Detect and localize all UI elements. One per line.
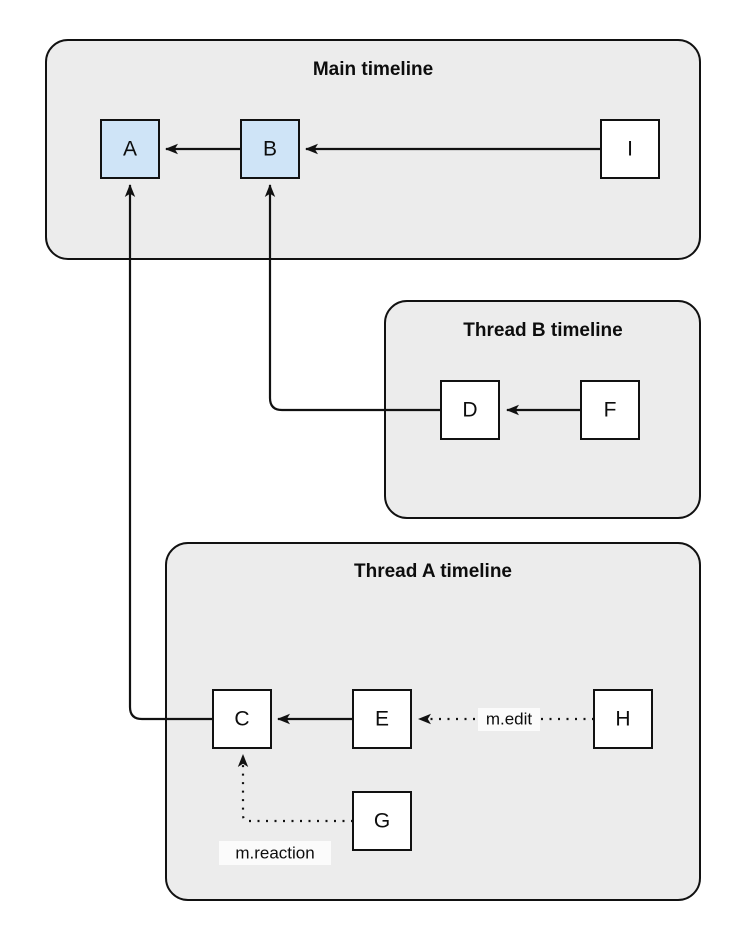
- node-h-box[interactable]: [593, 689, 653, 749]
- edge-label-m-edit: m.edit: [478, 708, 540, 731]
- edge-label-m-reaction: m.reaction: [219, 841, 331, 865]
- edge-label-m-reaction-bg: [219, 841, 331, 865]
- edge-label-m-reaction-text: m.reaction: [235, 843, 314, 862]
- node-b[interactable]: B: [240, 119, 300, 179]
- node-g[interactable]: G: [352, 791, 412, 851]
- group-thread-a-timeline: Thread A timeline: [165, 542, 701, 901]
- node-g-box[interactable]: [352, 791, 412, 851]
- node-f[interactable]: F: [580, 380, 640, 440]
- node-h[interactable]: H: [593, 689, 653, 749]
- node-c[interactable]: C: [212, 689, 272, 749]
- group-thread-a-timeline-box: [165, 542, 701, 901]
- node-d-box[interactable]: [440, 380, 500, 440]
- node-b-box[interactable]: [240, 119, 300, 179]
- node-d[interactable]: D: [440, 380, 500, 440]
- node-a[interactable]: A: [100, 119, 160, 179]
- edge-d-to-b: [264, 184, 441, 412]
- node-f-label: F: [604, 399, 617, 422]
- edge-c-to-a: [124, 184, 213, 721]
- node-d-label: D: [462, 399, 477, 422]
- group-main-timeline-title: Main timeline: [313, 59, 433, 80]
- node-g-label: G: [374, 810, 390, 833]
- node-i-label: I: [627, 138, 633, 161]
- node-f-box[interactable]: [580, 380, 640, 440]
- node-a-label: A: [123, 138, 137, 161]
- node-b-label: B: [263, 138, 277, 161]
- node-c-label: C: [234, 708, 249, 731]
- node-a-box[interactable]: [100, 119, 160, 179]
- group-thread-b-timeline-title: Thread B timeline: [463, 320, 622, 341]
- node-i[interactable]: I: [600, 119, 660, 179]
- node-e[interactable]: E: [352, 689, 412, 749]
- group-thread-a-timeline-title: Thread A timeline: [354, 561, 512, 582]
- edge-labels-layer: m.edit m.reaction: [219, 708, 540, 865]
- node-e-box[interactable]: [352, 689, 412, 749]
- edges-layer: [124, 143, 601, 823]
- node-c-box[interactable]: [212, 689, 272, 749]
- nodes-layer: A B I D F C: [100, 119, 660, 851]
- node-i-box[interactable]: [600, 119, 660, 179]
- edge-label-m-edit-text: m.edit: [486, 709, 533, 728]
- node-h-label: H: [615, 708, 630, 731]
- edge-label-m-edit-bg: [478, 708, 540, 731]
- node-e-label: E: [375, 708, 389, 731]
